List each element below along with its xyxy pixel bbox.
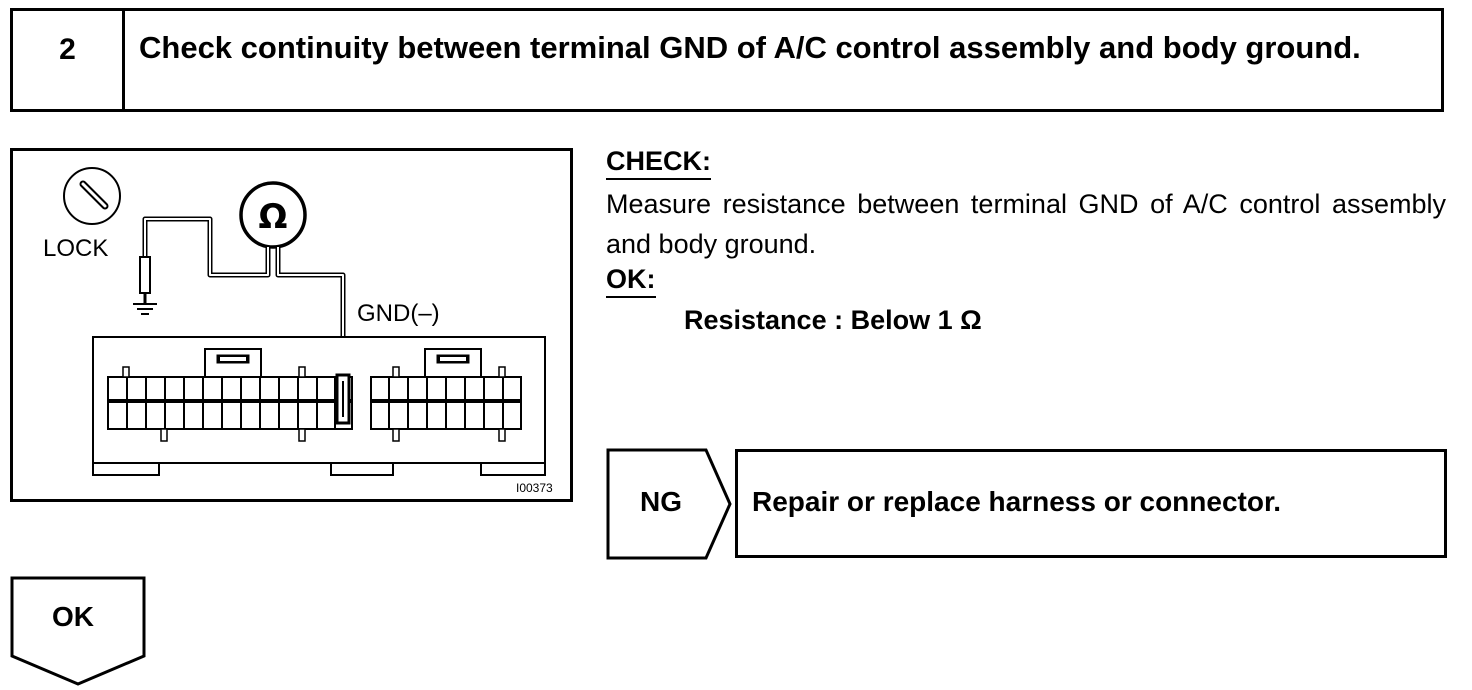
lock-label: LOCK xyxy=(43,235,109,262)
connector-icon xyxy=(92,336,546,476)
step-number: 2 xyxy=(13,11,125,109)
wiring-diagram: Ω xyxy=(10,148,573,502)
lock-icon xyxy=(63,167,121,225)
ok-spec-value: Resistance : Below 1 Ω xyxy=(684,305,982,335)
gnd-terminal-label: GND(–) xyxy=(357,300,440,327)
ng-arrow-icon xyxy=(606,448,732,560)
step-title: Check continuity between terminal GND of… xyxy=(139,30,1361,65)
connector-terminals xyxy=(126,377,504,429)
ok-arrow-icon xyxy=(10,576,146,686)
check-instruction: Measure resistance between terminal GND … xyxy=(606,189,1446,259)
ground-icon xyxy=(133,256,157,315)
ng-action-box: Repair or replace harness or connector. xyxy=(735,449,1447,558)
ng-label: NG xyxy=(640,486,682,517)
check-heading: CHECK: xyxy=(606,146,711,180)
ohmmeter-icon: Ω xyxy=(239,181,307,249)
figure-id: I00373 xyxy=(516,481,553,495)
ok-branch-label: OK xyxy=(52,601,94,632)
diagram-drawing: Ω xyxy=(63,167,546,476)
step-header: 2 Check continuity between terminal GND … xyxy=(10,8,1444,112)
ok-heading: OK: xyxy=(606,264,656,298)
meter-symbol: Ω xyxy=(259,197,288,237)
ng-action-text: Repair or replace harness or connector. xyxy=(752,486,1282,517)
